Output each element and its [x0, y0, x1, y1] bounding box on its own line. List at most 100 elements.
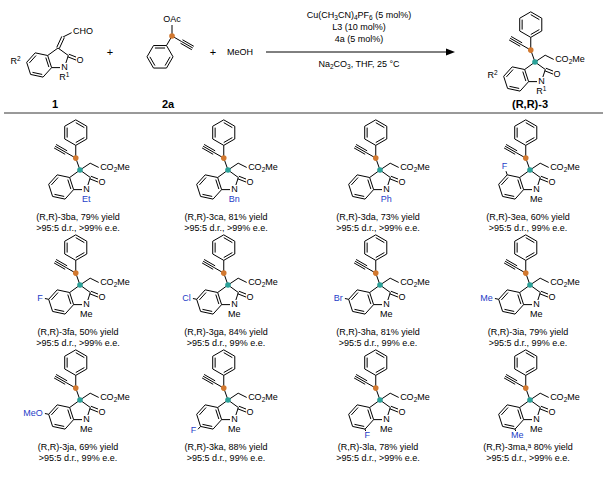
stereocenter-dot: [225, 167, 231, 173]
ester-label: CO2Me: [554, 55, 586, 64]
n-substituent: R1: [58, 73, 70, 82]
bond-line: [354, 263, 365, 269]
bond-line: [499, 405, 508, 414]
bond-line: [213, 254, 224, 260]
bond-line: [540, 163, 549, 167]
n-substituent: Me: [227, 310, 242, 319]
bond-line: [212, 126, 213, 139]
bond-line: [202, 378, 213, 384]
nitrogen-atom: N: [382, 185, 391, 194]
stereocenter-dot: [77, 282, 83, 288]
bond-line: [522, 20, 523, 30]
bond-line: [49, 405, 58, 414]
plus-sign: +: [209, 47, 217, 58]
bond-line: [376, 353, 385, 358]
bond-line: [54, 194, 64, 196]
bond-line: [507, 175, 519, 178]
bond-line: [205, 405, 217, 408]
stereocenter-dot: [225, 282, 231, 288]
stereocenter-dot: [225, 397, 231, 403]
bond-line: [54, 148, 65, 154]
substituent-label: F: [363, 431, 371, 440]
bond-line: [65, 190, 74, 199]
bond-line: [199, 178, 206, 185]
bond-line: [90, 163, 99, 167]
bond-line: [354, 378, 365, 384]
bond-line: [386, 241, 387, 254]
bond-line: [512, 67, 524, 70]
stereocenter-dot: [73, 270, 79, 276]
separator-line: [4, 113, 603, 114]
bond-line: [76, 253, 85, 258]
bond-line: [167, 46, 174, 57]
yield-caption: (R,R)-3ca, 81% yield: [183, 213, 268, 222]
bond-line: [202, 194, 212, 196]
bond-line: [202, 309, 212, 311]
bond-line: [43, 68, 52, 77]
stereocenter-dot: [221, 385, 227, 391]
selectivity-caption: >95:5 d.r., >99% e.e.: [485, 454, 571, 463]
bond-line: [68, 295, 71, 304]
bond-line: [154, 45, 167, 46]
bond-line: [353, 426, 365, 429]
bond-line: [147, 46, 154, 57]
ester-label: CO2Me: [399, 163, 431, 172]
reagent-label: MeOH: [226, 48, 254, 57]
bond-line: [499, 184, 503, 196]
oxygen-atom: O: [398, 408, 407, 417]
bond-line: [197, 299, 201, 311]
bond-line: [193, 298, 197, 300]
bond-line: [65, 305, 74, 314]
bond-line: [64, 241, 65, 254]
nitrogen-atom: N: [230, 300, 239, 309]
bond-line: [53, 196, 65, 199]
yield-caption: (R,R)-3ba, 79% yield: [35, 213, 121, 222]
compound-number: (R,R)-3: [511, 99, 549, 110]
bond-line: [515, 254, 526, 260]
yield-caption: (R,R)-3ia, 79% yield: [487, 328, 570, 337]
condition-label: Cu(CH3CN)4PF6 (5 mol%): [306, 11, 412, 20]
bond-line: [531, 15, 540, 20]
oxygen-atom: O: [548, 293, 557, 302]
ester-label: CO2Me: [399, 278, 431, 287]
yield-caption: (R,R)-3ma,ᵃ 80% yield: [482, 443, 573, 452]
bond-line: [349, 290, 358, 299]
stereocenter-dot: [373, 155, 379, 161]
bond-line: [504, 263, 515, 269]
bond-line: [76, 353, 85, 358]
bond-line: [199, 293, 206, 300]
bond-line: [515, 420, 524, 429]
bond-line: [514, 356, 515, 369]
bond-line: [213, 305, 222, 314]
bond-line: [536, 241, 537, 254]
bond-line: [213, 139, 224, 145]
yield-caption: (R,R)-3ha, 81% yield: [335, 328, 421, 337]
oxygen-atom: O: [398, 293, 407, 302]
bond-line: [376, 138, 385, 143]
bond-line: [504, 76, 508, 88]
bond-line: [45, 298, 49, 300]
bond-line: [165, 57, 170, 66]
bond-line: [197, 414, 201, 426]
bond-line: [49, 290, 58, 299]
ester-label: CO2Me: [549, 278, 581, 287]
bond-line: [354, 194, 364, 196]
bond-line: [213, 350, 224, 356]
bond-line: [199, 408, 206, 415]
nitrogen-atom: N: [537, 77, 546, 86]
bond-line: [353, 196, 365, 199]
bond-line: [515, 305, 524, 314]
bond-line: [514, 126, 515, 139]
bond-line: [49, 299, 53, 311]
stereocenter-dot: [169, 33, 175, 39]
bond-line: [234, 126, 235, 139]
bond-line: [32, 72, 42, 74]
bond-line: [540, 278, 549, 282]
bond-line: [57, 405, 69, 408]
oxygen-atom: O: [76, 56, 85, 65]
selectivity-caption: >95:5 d.r., 99% e.e.: [488, 339, 568, 348]
bond-line: [213, 235, 224, 241]
ester-label: CO2Me: [549, 163, 581, 172]
bond-line: [48, 48, 58, 55]
bond-line: [365, 350, 376, 356]
